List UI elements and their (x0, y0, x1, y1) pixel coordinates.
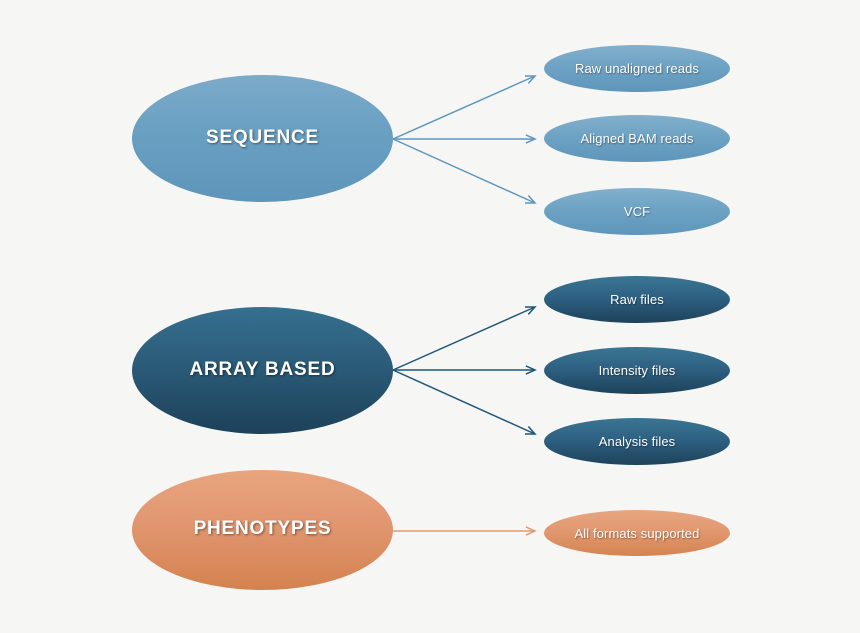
arrow-sequence-1 (393, 134, 537, 144)
output-node-sequence-2[interactable]: VCF (544, 188, 730, 235)
output-node-sequence-0-label: Raw unaligned reads (574, 61, 700, 76)
output-node-sequence-1[interactable]: Aligned BAM reads (544, 115, 730, 162)
category-node-phenotypes-label: PHENOTYPES (193, 518, 332, 539)
category-node-array-based-label: ARRAY BASED (189, 358, 336, 380)
output-node-phenotypes-0[interactable]: All formats supported (544, 510, 730, 556)
output-node-array-based-2-label: Analysis files (598, 434, 676, 449)
output-node-phenotypes-0-label: All formats supported (574, 525, 700, 541)
output-node-sequence-0[interactable]: Raw unaligned reads (544, 45, 730, 92)
output-node-array-based-0-label: Raw files (610, 292, 664, 307)
arrow-sequence-2 (392, 138, 537, 204)
output-node-array-based-1[interactable]: Intensity files (544, 347, 730, 394)
output-node-sequence-2-label: VCF (623, 204, 651, 219)
arrow-phenotypes-0 (393, 526, 537, 536)
arrow-sequence-0 (392, 75, 537, 140)
arrow-array-based-1 (393, 365, 537, 375)
output-node-sequence-1-label: Aligned BAM reads (580, 131, 694, 146)
output-node-array-based-0[interactable]: Raw files (544, 276, 730, 323)
category-node-phenotypes[interactable]: PHENOTYPES (132, 470, 393, 590)
category-node-sequence[interactable]: SEQUENCE (132, 75, 393, 202)
category-node-sequence-label: SEQUENCE (205, 126, 320, 148)
category-node-array-based[interactable]: ARRAY BASED (132, 307, 393, 434)
output-node-array-based-2[interactable]: Analysis files (544, 418, 730, 465)
arrow-array-based-0 (392, 306, 537, 371)
output-node-array-based-1-label: Intensity files (598, 363, 676, 378)
arrow-array-based-2 (392, 369, 537, 435)
